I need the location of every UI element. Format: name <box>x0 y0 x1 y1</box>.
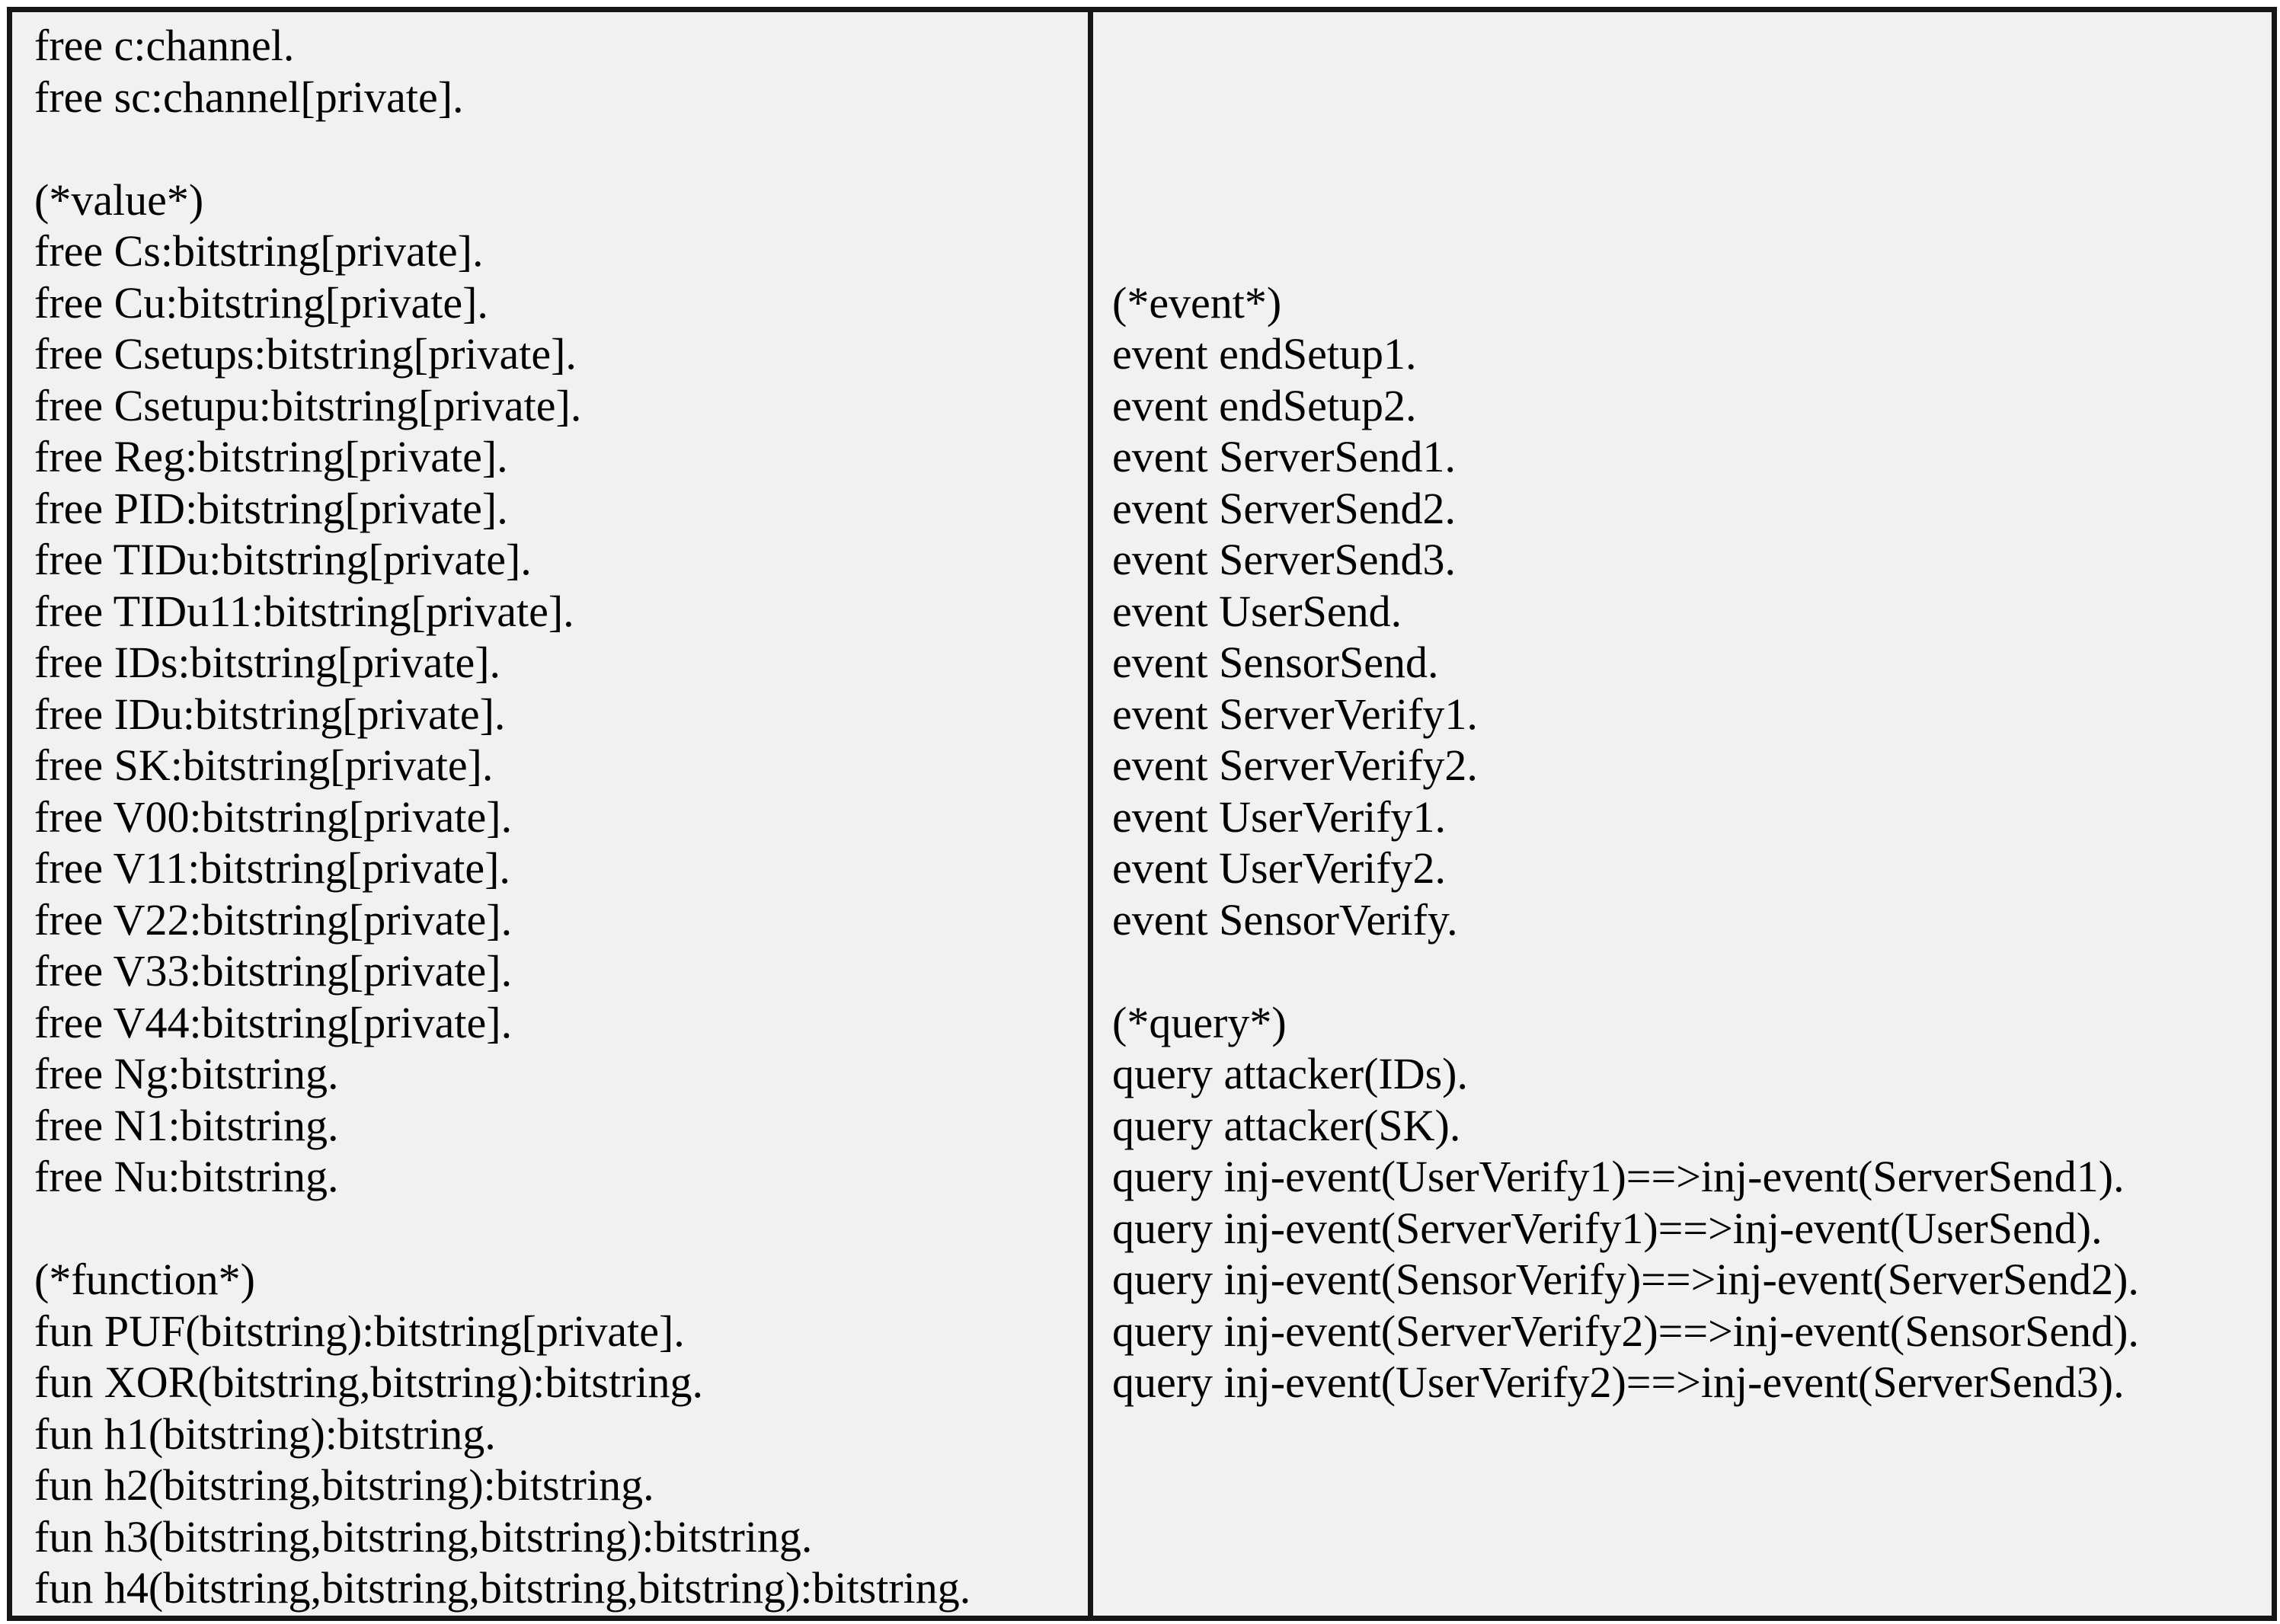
code-line: free SK:bitstring[private]. <box>34 740 494 790</box>
code-line <box>1112 72 2272 123</box>
code-line: query inj-event(ServerVerify1)==>inj-eve… <box>1112 1203 2103 1253</box>
code-line: free TIDu11:bitstring[private]. <box>34 586 574 636</box>
code-line <box>34 123 1088 174</box>
code-line <box>34 1203 1088 1255</box>
code-line: event endSetup1. <box>1112 329 1417 379</box>
code-line: (*event*) <box>1112 277 1282 328</box>
code-line: query attacker(SK). <box>1112 1100 1461 1150</box>
code-line: (*value*) <box>34 174 204 225</box>
code-line: free TIDu:bitstring[private]. <box>34 535 532 584</box>
code-line: free V44:bitstring[private]. <box>34 997 513 1047</box>
code-line: fun XOR(bitstring,bitstring):bitstring. <box>34 1357 704 1407</box>
code-line: event ServerSend3. <box>1112 535 1456 584</box>
code-line: fun h3(bitstring,bitstring,bitstring):bi… <box>34 1511 813 1562</box>
code-line: (*query*) <box>1112 997 1287 1047</box>
code-line <box>1112 225 2272 277</box>
code-line <box>1112 20 2272 72</box>
code-line: event ServerVerify1. <box>1112 689 1478 739</box>
proverif-code-table: free c:channel.free sc:channel[private].… <box>7 7 2277 1621</box>
events-queries-column: (*event*)event endSetup1.event endSetup2… <box>1088 12 2272 1616</box>
code-line: query inj-event(ServerVerify2)==>inj-eve… <box>1112 1306 2139 1356</box>
code-line: event UserVerify1. <box>1112 791 1447 842</box>
code-line: event ServerVerify2. <box>1112 740 1478 790</box>
code-line: free c:channel. <box>34 21 295 70</box>
code-line: event endSetup2. <box>1112 380 1417 430</box>
code-line: event UserSend. <box>1112 586 1402 636</box>
declarations-column: free c:channel.free sc:channel[private].… <box>12 12 1088 1616</box>
code-line: free sc:channel[private]. <box>34 72 464 122</box>
code-line <box>1112 174 2272 226</box>
code-line: query inj-event(SensorVerify)==>inj-even… <box>1112 1255 2139 1304</box>
code-line: fun h2(bitstring,bitstring):bitstring. <box>34 1460 654 1510</box>
code-line: free Nu:bitstring. <box>34 1152 339 1201</box>
code-line: free Csetups:bitstring[private]. <box>34 329 577 379</box>
code-line: free V00:bitstring[private]. <box>34 791 513 842</box>
code-line <box>1112 123 2272 174</box>
code-line: event ServerSend1. <box>1112 432 1456 481</box>
code-line: free Cs:bitstring[private]. <box>34 226 484 276</box>
code-line: free PID:bitstring[private]. <box>34 483 508 533</box>
code-line: fun h4(bitstring,bitstring,bitstring,bit… <box>34 1563 971 1613</box>
code-line: free V11:bitstring[private]. <box>34 843 510 893</box>
code-line: free IDs:bitstring[private]. <box>34 638 501 687</box>
code-line: free Reg:bitstring[private]. <box>34 432 508 481</box>
code-line: event UserVerify2. <box>1112 843 1447 893</box>
code-line: free N1:bitstring. <box>34 1100 339 1150</box>
code-line: query attacker(IDs). <box>1112 1049 1468 1098</box>
code-line: free Ng:bitstring. <box>34 1049 339 1098</box>
code-line: event ServerSend2. <box>1112 483 1456 533</box>
code-line: free IDu:bitstring[private]. <box>34 689 506 739</box>
code-line: (*function*) <box>34 1255 255 1304</box>
code-line: free V22:bitstring[private]. <box>34 894 513 945</box>
code-line <box>1112 945 2272 997</box>
code-line: free V33:bitstring[private]. <box>34 946 513 996</box>
code-line: query inj-event(UserVerify1)==>inj-event… <box>1112 1152 2125 1201</box>
code-line: free Csetupu:bitstring[private]. <box>34 380 582 430</box>
code-line: query inj-event(UserVerify2)==>inj-event… <box>1112 1357 2125 1407</box>
code-line: event SensorSend. <box>1112 638 1439 687</box>
code-line: fun PUF(bitstring):bitstring[private]. <box>34 1306 685 1356</box>
code-line: free Cu:bitstring[private]. <box>34 277 488 328</box>
code-line: fun h1(bitstring):bitstring. <box>34 1408 496 1459</box>
code-line: event SensorVerify. <box>1112 894 1458 945</box>
